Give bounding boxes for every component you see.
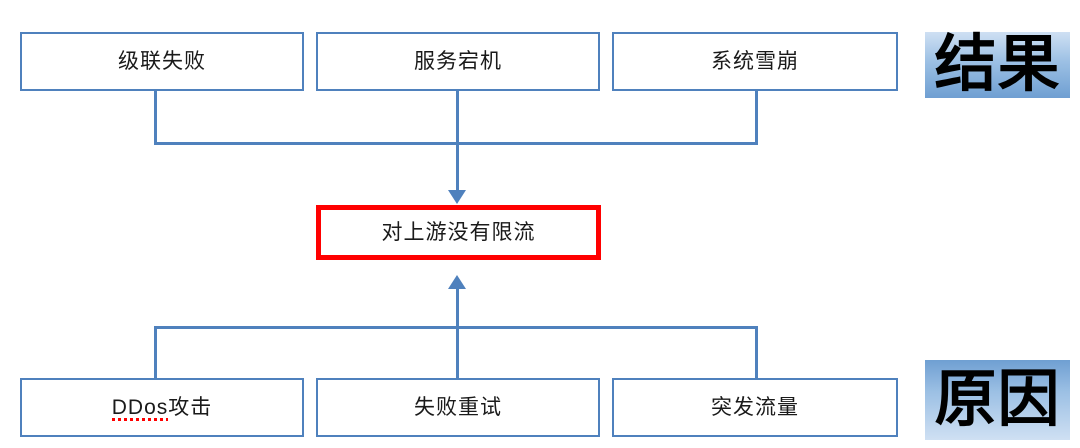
connector-arrow-shaft-up — [456, 288, 459, 329]
arrow-down-icon — [448, 190, 466, 204]
effect-node-label: 服务宕机 — [414, 50, 502, 73]
connector-stem-effect-3 — [755, 91, 758, 145]
cause-node-failure-retry[interactable]: 失败重试 — [316, 378, 600, 437]
banner-cause: 原因 — [925, 360, 1070, 440]
connector-stem-cause-3 — [755, 326, 758, 379]
banner-cause-label: 原因 — [934, 365, 1061, 434]
cause-node-traffic-burst[interactable]: 突发流量 — [612, 378, 898, 437]
cause-node-label: 失败重试 — [414, 396, 502, 419]
effect-node-service-down[interactable]: 服务宕机 — [316, 32, 600, 91]
connector-stem-cause-1 — [154, 326, 157, 379]
effect-node-label: 级联失败 — [118, 50, 206, 73]
root-cause-label: 对上游没有限流 — [381, 221, 536, 244]
arrow-up-icon — [448, 275, 466, 289]
effect-node-cascading-failure[interactable]: 级联失败 — [20, 32, 304, 91]
root-cause-node[interactable]: 对上游没有限流 — [316, 205, 601, 260]
connector-stem-effect-1 — [154, 91, 157, 145]
effect-node-system-avalanche[interactable]: 系统雪崩 — [612, 32, 898, 91]
connector-stem-cause-2 — [456, 326, 459, 379]
cause-node-label: DDos攻击 — [111, 396, 213, 421]
banner-result-label: 结果 — [934, 30, 1061, 99]
banner-result: 结果 — [925, 32, 1070, 98]
cause-node-ddos-attack[interactable]: DDos攻击 — [20, 378, 304, 437]
cause-node-label: 突发流量 — [711, 396, 799, 419]
connector-stem-effect-2 — [456, 91, 459, 145]
effect-node-label: 系统雪崩 — [711, 50, 799, 73]
connector-arrow-shaft-down — [456, 142, 459, 192]
spellcheck-underlined-token: DDos — [111, 396, 169, 421]
cause-node-label-suffix: 攻击 — [168, 396, 213, 419]
